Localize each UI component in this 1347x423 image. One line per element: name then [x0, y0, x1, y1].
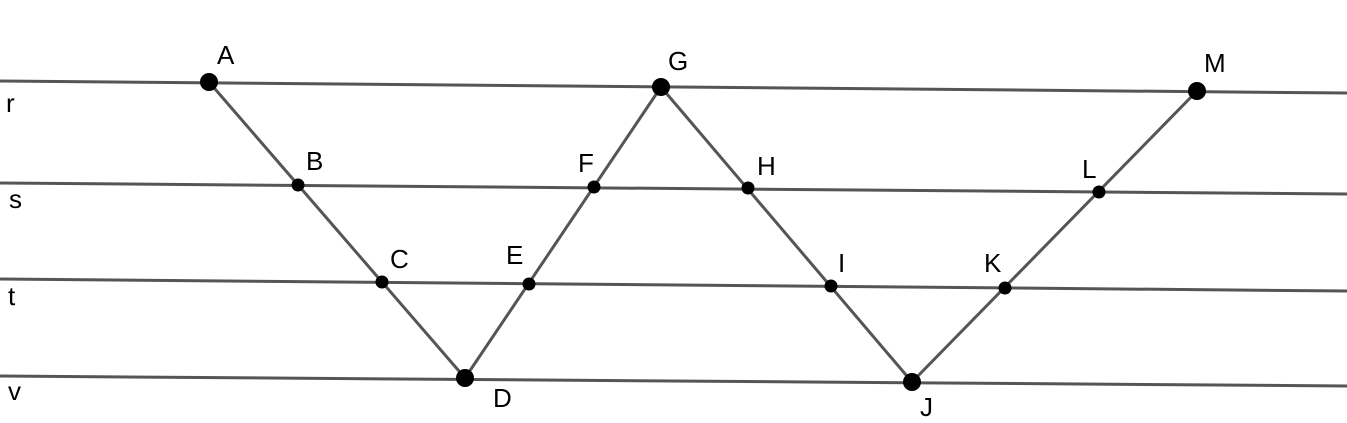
point-label-L: L — [1082, 154, 1096, 184]
point-label-I: I — [838, 248, 845, 278]
point-E — [522, 277, 536, 291]
point-L — [1092, 185, 1106, 199]
line-label-r: r — [6, 88, 15, 118]
point-H — [741, 181, 755, 195]
point-F — [587, 180, 601, 194]
point-C — [375, 275, 389, 289]
segment-DG — [463, 86, 663, 379]
point-label-J: J — [920, 392, 933, 422]
line-r — [0, 79, 1347, 95]
point-label-E: E — [506, 240, 523, 270]
point-label-G: G — [668, 46, 688, 76]
segment-JM — [910, 89, 1199, 384]
point-label-H: H — [757, 151, 776, 181]
point-label-D: D — [493, 383, 512, 413]
point-M — [1188, 82, 1206, 100]
point-label-A: A — [217, 40, 235, 70]
parallel-lines — [0, 79, 1347, 388]
labels: r s t v A B C D E F G H I J K L M — [6, 40, 1226, 422]
line-s — [0, 181, 1347, 196]
point-A — [200, 73, 218, 91]
point-I — [824, 279, 838, 293]
point-label-B: B — [306, 146, 323, 176]
point-G — [652, 78, 670, 96]
point-D — [456, 369, 474, 387]
point-B — [291, 178, 305, 192]
zigzag-segments — [207, 81, 1199, 384]
point-label-M: M — [1204, 48, 1226, 78]
segment-GJ — [659, 86, 914, 383]
point-label-F: F — [578, 148, 594, 178]
line-label-s: s — [9, 184, 22, 214]
line-label-v: v — [8, 376, 21, 406]
line-t — [0, 277, 1347, 293]
point-K — [998, 281, 1012, 295]
line-label-t: t — [8, 281, 16, 311]
point-label-K: K — [984, 248, 1002, 278]
point-J — [903, 373, 921, 391]
point-label-C: C — [390, 244, 409, 274]
points — [200, 73, 1206, 391]
segment-AD — [207, 81, 467, 379]
line-v — [0, 374, 1347, 388]
